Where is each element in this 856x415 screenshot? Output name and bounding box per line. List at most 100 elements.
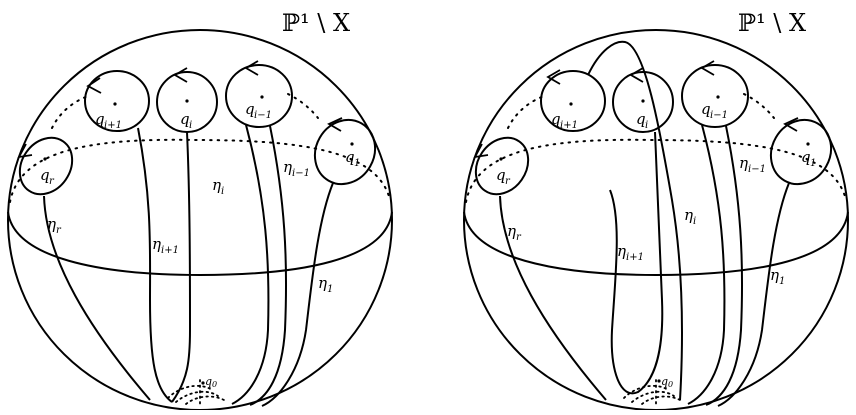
label-q-i-minus-1: q [245,100,255,118]
label-eta-i-minus-1: η [283,158,292,176]
label-q-1-sub: 1 [354,158,360,169]
point-labels-right: q i+1 q i q i−1 q 1 q r q 0 [496,100,816,389]
path-eta-1-left [261,182,334,407]
label-eta-r: η [507,222,516,240]
label-eta-r-sub: r [516,232,522,243]
label-q-r: q [40,166,50,184]
arrowhead-icon [629,67,644,83]
puncture-dot [569,102,573,106]
label-q-i-minus-1-sub: i−1 [710,110,728,121]
loop-q-i-plus-1-right [540,70,606,132]
dotted-equator-back-right [465,138,847,203]
sphere-outline-right [463,29,849,411]
q0-dotted-web-left [167,379,225,405]
label-q-i: q [180,110,190,128]
puncture-dot [350,142,354,146]
label-q-0: q [205,375,212,388]
label-eta-i-plus-1: η [152,235,161,253]
label-q-i: q [636,110,646,128]
label-q-r-sub: r [49,176,55,187]
label-q-i-plus-1: q [95,110,105,128]
equator-front-right [463,211,849,277]
label-eta-i-plus-1-sub: i+1 [161,245,179,256]
diagram-left: ℙ¹ \ X [7,9,393,411]
puncture-dot [185,99,189,103]
arrowhead-icon [17,143,33,159]
puncture-dot [113,102,117,106]
loop-q-1-left [313,118,377,186]
label-q-i-plus-1-sub: i+1 [560,120,578,131]
label-q-i-minus-1: q [701,100,711,118]
dotted-equator-back-left [9,138,391,203]
path-labels-left: η i η i−1 η r η i+1 η 1 [47,158,333,295]
label-q-0-sub: 0 [668,380,673,389]
q0-dotted-web-right [623,379,681,405]
dotted-upper-arc-right [507,95,545,129]
label-q-i-plus-1: q [551,110,561,128]
path-eta-i-left [186,131,191,331]
path-eta-i-plus-1-down-right [609,131,664,395]
path-eta-i-minus-1-a-right [687,124,726,405]
path-eta-i-plus-1-over-right [587,40,683,401]
label-eta-i: η [684,206,693,224]
arrowhead-icon [86,77,102,94]
loop-q-i-minus-1-right [681,64,749,128]
puncture-dot [806,142,810,146]
puncture-dot [499,157,503,161]
path-eta-i-minus-1-b-left [249,125,288,406]
label-eta-1: η [318,274,327,292]
diagram-right: ℙ¹ \ X q i+1 q i [463,9,849,411]
path-eta-i-plus-1-return-left [171,329,191,403]
path-eta-r-right [499,195,607,401]
arrowhead-icon [546,69,561,85]
label-q-1-sub: 1 [810,158,816,169]
puncture-dot [657,379,661,383]
path-eta-i-minus-1-b-right [705,125,744,406]
arrowhead-icon [700,60,715,76]
label-q-i-sub: i [645,120,648,131]
label-q-r: q [496,166,506,184]
puncture-dot [201,381,205,385]
label-q-i-plus-1-sub: i+1 [104,120,122,131]
label-q-0: q [661,375,668,388]
label-eta-i-sub: i [221,186,224,197]
label-eta-i-plus-1-sub: i+1 [626,252,644,263]
puncture-dot [716,95,720,99]
label-eta-i-sub: i [693,216,696,227]
label-eta-1-sub: 1 [779,276,785,287]
label-eta-i-minus-1: η [739,154,748,172]
loop-q-1-right [769,118,833,186]
label-eta-r-sub: r [56,225,62,236]
title-right: ℙ¹ \ X [738,9,806,37]
label-eta-i-minus-1-sub: i−1 [292,168,310,179]
label-q-1: q [801,148,811,166]
arrowhead-icon [473,143,489,159]
arrowhead-icon [327,117,343,132]
loop-q-r-left [18,136,74,196]
label-q-r-sub: r [505,176,511,187]
label-eta-i-plus-1: η [617,242,626,260]
label-q-i-minus-1-sub: i−1 [254,110,272,121]
path-eta-1-right [717,182,790,407]
label-eta-i-minus-1-sub: i−1 [748,164,766,175]
label-q-i-sub: i [189,120,192,131]
label-eta-i: η [212,176,221,194]
label-q-0-sub: 0 [212,380,217,389]
title-left: ℙ¹ \ X [282,9,350,37]
loop-q-r-right [474,136,530,196]
arrowhead-icon [783,117,799,132]
arrowhead-icon [244,60,259,76]
path-labels-right: η i η i−1 η r η i+1 η 1 [507,154,785,287]
path-eta-r-left [43,195,151,401]
label-eta-1-sub: 1 [327,284,333,295]
sphere-outline-left [7,29,393,411]
label-eta-r: η [47,215,56,233]
puncture-dot [260,95,264,99]
puncture-dot [43,157,47,161]
equator-front-left [7,211,393,277]
path-eta-i-plus-1-left [137,127,173,403]
label-eta-1: η [770,266,779,284]
dotted-upper-arc-left [51,95,89,129]
